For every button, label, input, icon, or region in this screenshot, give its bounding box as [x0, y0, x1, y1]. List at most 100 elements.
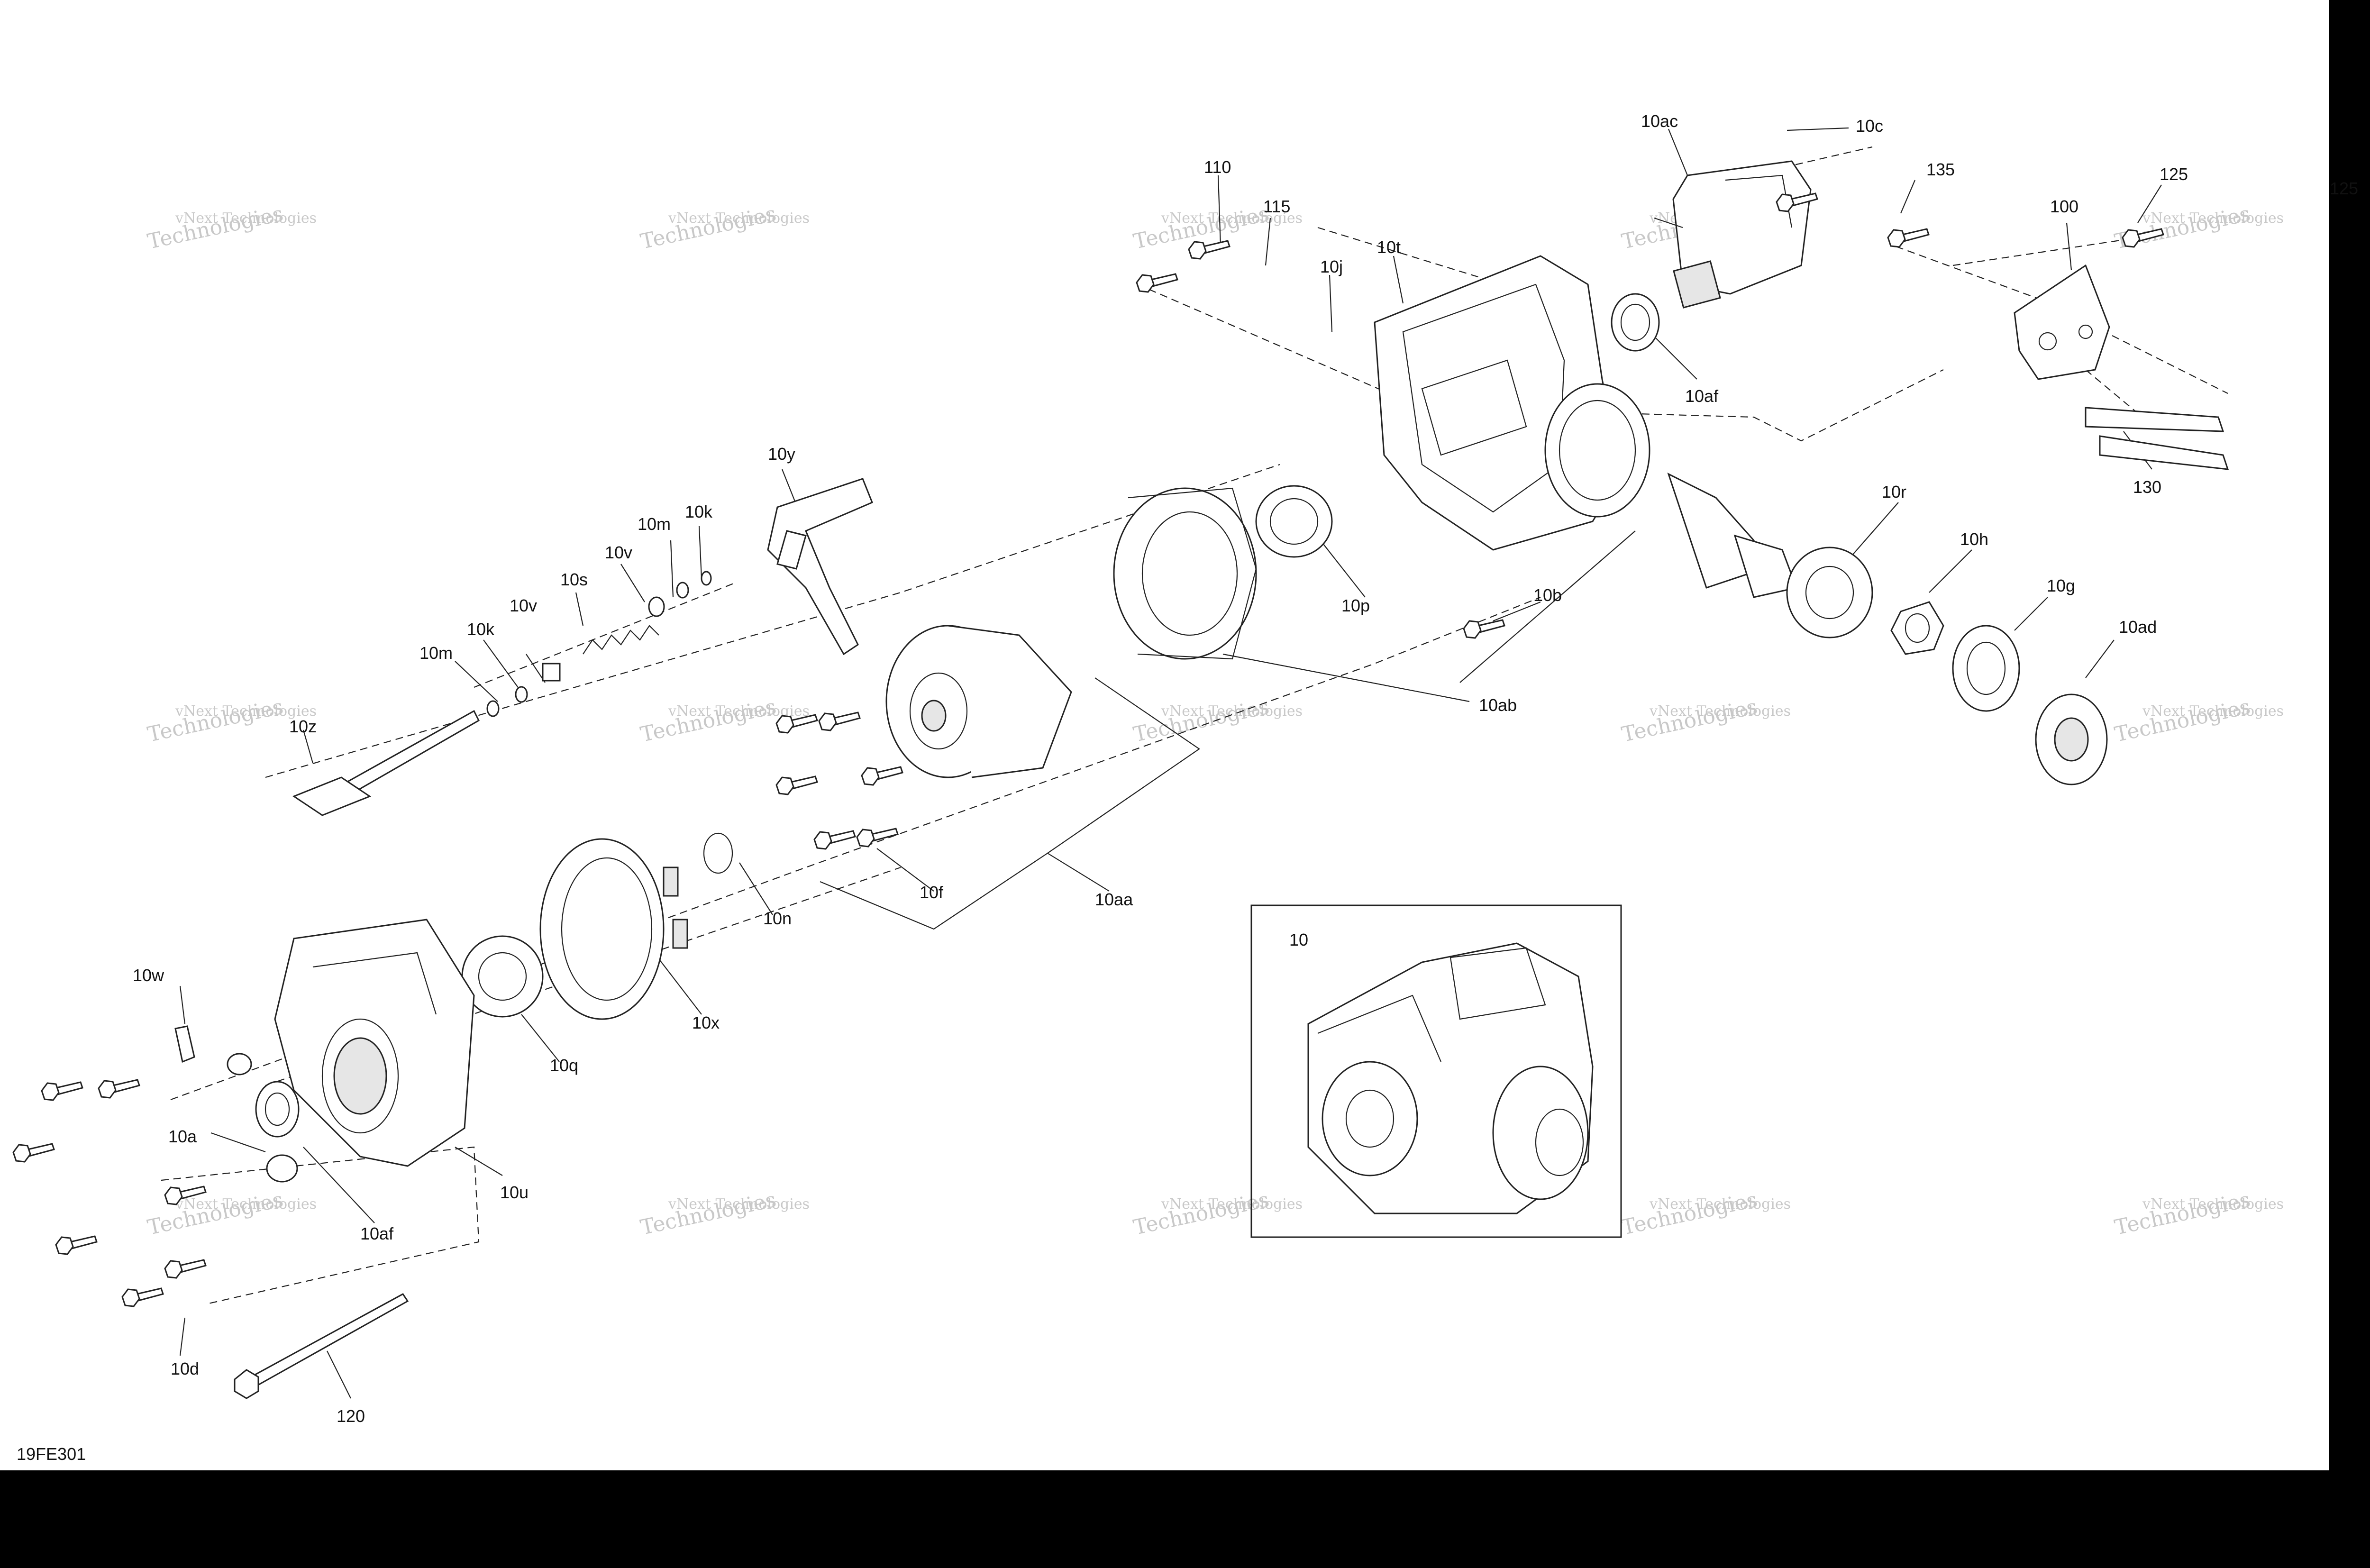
watermark-line2: Technologies — [2113, 694, 2252, 747]
watermark-line1: vNext Technologies — [2142, 210, 2284, 227]
watermark-line2: Technologies — [638, 1187, 778, 1240]
o-ring-10n — [703, 832, 733, 874]
watermark-line1: vNext Technologies — [1649, 1196, 1791, 1212]
bolt — [121, 1287, 164, 1307]
fastener-bolts — [12, 192, 2164, 1307]
watermark-line2: Technologies — [2113, 1187, 2252, 1240]
callout-10ad: 10ad — [2119, 617, 2157, 637]
bolt — [164, 1185, 207, 1205]
nut-10h — [1890, 601, 1944, 655]
seal-10ad — [2035, 693, 2108, 785]
watermark-line2: Technologies — [146, 201, 285, 254]
callout-10a: 10a — [168, 1127, 197, 1146]
bolt — [1887, 228, 1930, 248]
callout-10t: 10t — [1377, 237, 1401, 257]
callout-10z: 10z — [289, 717, 317, 736]
shift-shaft-10z — [292, 710, 480, 816]
callout-125-a: 125 — [2160, 164, 2188, 184]
spring-10s — [583, 625, 659, 655]
bracket-100 — [2014, 264, 2110, 380]
bolt — [861, 766, 903, 786]
transmission-housing-10t — [1374, 255, 1650, 551]
bearing-10r — [1786, 547, 1873, 638]
callout-135: 135 — [1926, 160, 1955, 179]
adjacent-sheet-strip — [2270, 0, 2329, 1470]
watermark-line2: Technologies — [1131, 694, 1271, 747]
watermark-line2: Technologies — [1131, 1187, 1271, 1240]
breather-10w — [174, 1025, 195, 1063]
pinion-shaft — [1667, 473, 1798, 598]
bolt — [813, 830, 856, 850]
long-bolt-120 — [234, 1293, 409, 1399]
callout-10af-upper: 10af — [1685, 386, 1719, 406]
callout-115: 115 — [1263, 197, 1290, 216]
bolt — [41, 1081, 83, 1101]
shift-fork-10y — [767, 478, 873, 656]
watermark-line1: vNext Technologies — [668, 210, 810, 227]
callout-10g: 10g — [2047, 576, 2075, 595]
watermark-line1: vNext Technologies — [1161, 1196, 1303, 1212]
callout-10b: 10b — [1533, 585, 1562, 605]
flange-10g — [1952, 625, 2020, 712]
watermark-line1: vNext Technologies — [2142, 703, 2284, 720]
watermark-line2: Technologies — [638, 694, 778, 747]
callout-10w: 10w — [133, 966, 164, 985]
watermark-line2: Technologies — [146, 694, 285, 747]
callout-10af-lower: 10af — [360, 1224, 394, 1243]
cover-10u — [274, 919, 475, 1167]
bushing-10a — [227, 1053, 298, 1183]
ring-10x — [539, 838, 688, 1020]
small-rings — [486, 571, 712, 717]
watermark-line2: Technologies — [1620, 694, 1759, 747]
watermark-line1: vNext Technologies — [2142, 1196, 2284, 1212]
callout-10s: 10s — [560, 570, 588, 589]
bolt — [818, 711, 861, 731]
bolt — [55, 1235, 98, 1255]
callout-125-b: 125 — [2330, 179, 2358, 198]
bolt — [1463, 619, 1505, 639]
watermark-line2: Technologies — [1620, 1187, 1759, 1240]
watermark-line1: vNext Technologies — [175, 703, 317, 720]
callout-10j: 10j — [1320, 257, 1343, 276]
callout-10aa: 10aa — [1095, 890, 1133, 909]
callout-10d: 10d — [171, 1359, 199, 1378]
bolt — [1136, 273, 1178, 293]
callout-10-inset: 10 — [1289, 930, 1308, 949]
watermark-line1: vNext Technologies — [668, 1196, 810, 1212]
bolt — [98, 1079, 140, 1099]
callout-10v-lower: 10v — [510, 596, 537, 615]
leader-lines — [179, 127, 2162, 1399]
callout-10f: 10f — [920, 883, 944, 902]
seal-10af-upper — [1611, 293, 1660, 352]
watermark-line2: Technologies — [638, 201, 778, 254]
callout-10q: 10q — [550, 1056, 578, 1075]
callout-10u: 10u — [500, 1183, 529, 1202]
bolt — [1776, 192, 1818, 212]
callout-120: 120 — [337, 1406, 365, 1426]
callout-10ac: 10ac — [1641, 111, 1678, 131]
callout-10r: 10r — [1882, 482, 1906, 501]
bolt — [775, 714, 818, 734]
watermark-line1: vNext Technologies — [175, 210, 317, 227]
callout-130: 130 — [2133, 477, 2161, 497]
callout-10m-lower: 10m — [419, 643, 453, 663]
callout-10h: 10h — [1960, 529, 1988, 549]
callout-110: 110 — [1204, 157, 1231, 177]
watermark-line1: vNext Technologies — [175, 1196, 317, 1212]
bearing-10p — [1255, 485, 1333, 558]
callout-10v-upper: 10v — [605, 543, 632, 562]
callout-10k-lower: 10k — [467, 620, 495, 639]
callout-10x: 10x — [692, 1013, 720, 1032]
callout-10y: 10y — [768, 444, 795, 464]
bolt — [1188, 240, 1231, 260]
bolt — [775, 775, 818, 795]
actuator-10ac — [1654, 160, 1812, 309]
